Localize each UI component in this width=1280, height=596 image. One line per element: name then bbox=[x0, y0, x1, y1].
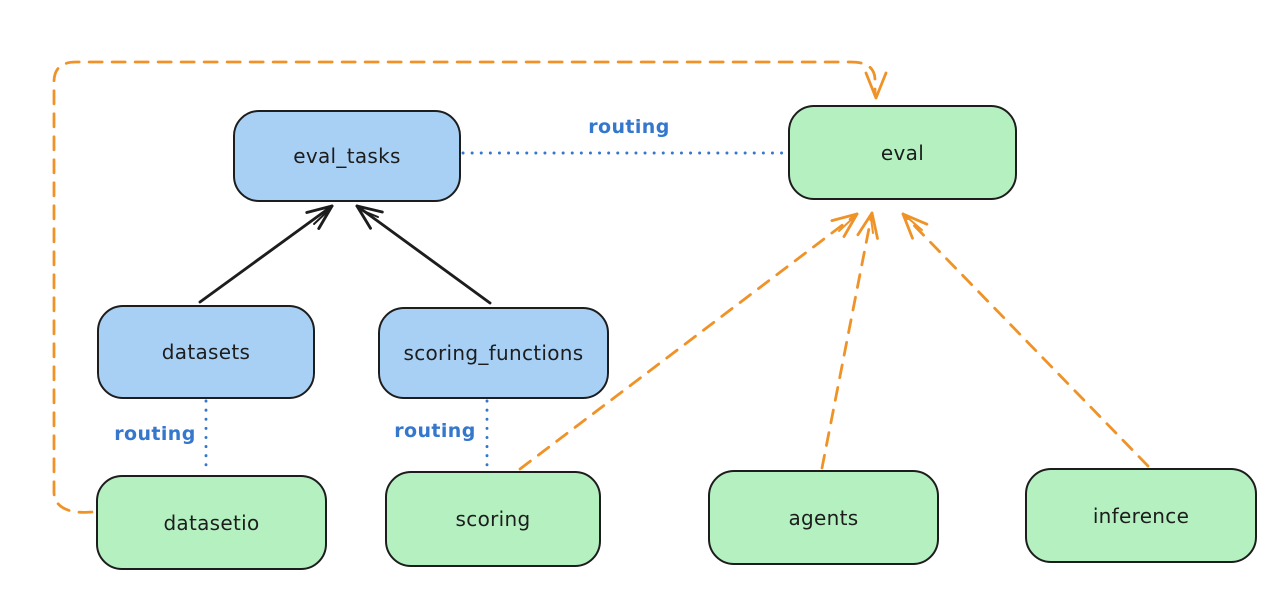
node-datasets-label: datasets bbox=[161, 340, 251, 364]
node-scoring: scoring bbox=[385, 471, 601, 567]
node-inference: inference bbox=[1025, 468, 1257, 563]
edge-datasets-to-eval-tasks bbox=[198, 204, 334, 304]
routing-label-eval-tasks-eval: routing bbox=[588, 116, 670, 138]
node-agents-label: agents bbox=[788, 505, 859, 530]
node-datasetio: datasetio bbox=[96, 475, 327, 570]
edge-scoring-to-eval bbox=[518, 212, 859, 471]
edge-scoring-functions-to-eval-tasks bbox=[355, 204, 492, 305]
node-inference-label: inference bbox=[1092, 503, 1190, 528]
node-eval-tasks: eval_tasks bbox=[233, 110, 461, 202]
node-datasets: datasets bbox=[97, 305, 315, 399]
edge-agents-to-eval bbox=[820, 211, 879, 470]
node-datasetio-label: datasetio bbox=[163, 510, 260, 535]
node-agents: agents bbox=[708, 470, 939, 565]
node-scoring-functions-label: scoring_functions bbox=[403, 341, 584, 365]
node-eval-tasks-label: eval_tasks bbox=[293, 144, 401, 168]
node-scoring-functions: scoring_functions bbox=[378, 307, 609, 399]
node-scoring-label: scoring bbox=[455, 507, 531, 531]
routing-label-scoring-functions-scoring: routing bbox=[394, 420, 476, 442]
node-eval: eval bbox=[788, 105, 1017, 200]
routing-label-datasets-datasetio: routing bbox=[114, 423, 196, 445]
node-eval-label: eval bbox=[880, 140, 925, 165]
edge-datasetio-to-eval bbox=[52, 60, 888, 514]
edge-inference-to-eval bbox=[901, 212, 1150, 468]
